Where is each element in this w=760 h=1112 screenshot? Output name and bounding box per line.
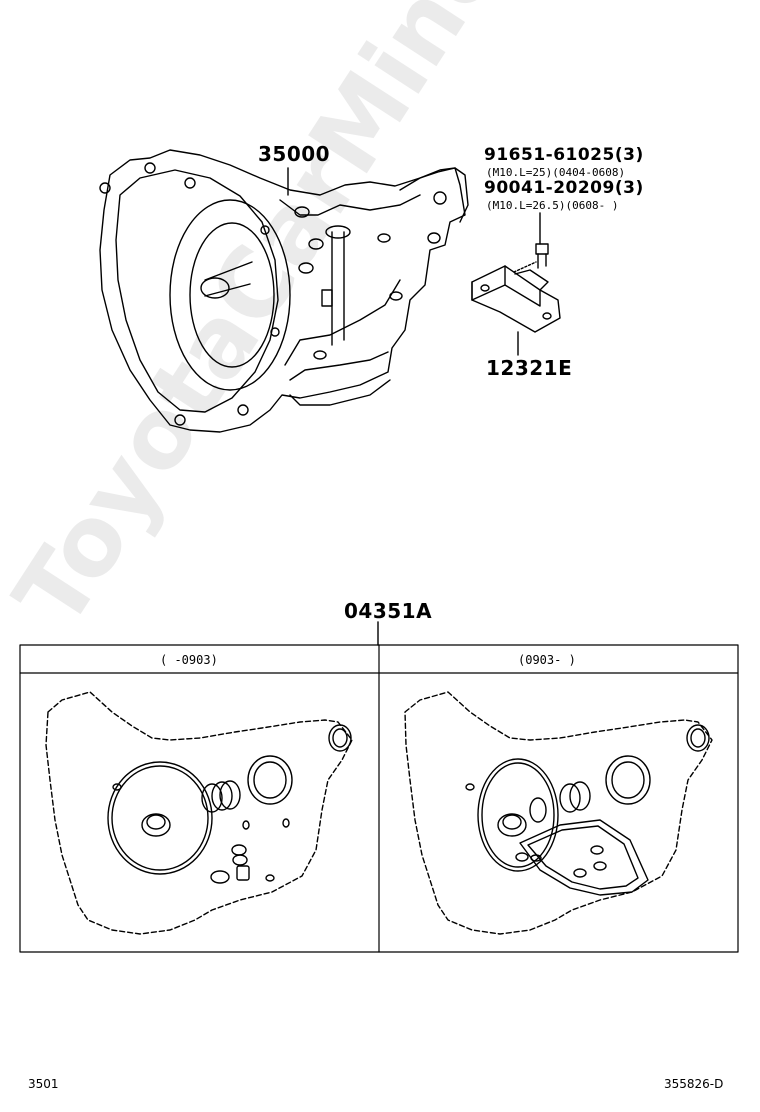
gasket-kit-right-drawing [404,691,713,935]
part-label-assembly[interactable]: 35000 [258,142,331,166]
table-header-left: ( -0903) [160,653,218,667]
engine-mount-drawing [471,212,561,356]
part-label-bolt-b[interactable]: 90041-20209(3) [484,178,644,198]
transmission-assembly-drawing [99,149,469,433]
table-header-right: (0903- ) [518,653,576,667]
gasket-kit-left-drawing [45,691,353,935]
part-label-bolt-a[interactable]: 91651-61025(3) [484,145,644,165]
bolt-b-spec: (M10.L=26.5)(0608- ) [486,199,619,212]
part-label-gasket-kit[interactable]: 04351A [344,599,433,623]
footer-page-code: 3501 [28,1077,59,1091]
part-label-mount[interactable]: 12321E [486,356,573,380]
bolt-a-spec: (M10.L=25)(0404-0608) [486,166,626,179]
kit-table-frame [19,644,739,953]
footer-figure-id: 355826-D [664,1077,724,1091]
